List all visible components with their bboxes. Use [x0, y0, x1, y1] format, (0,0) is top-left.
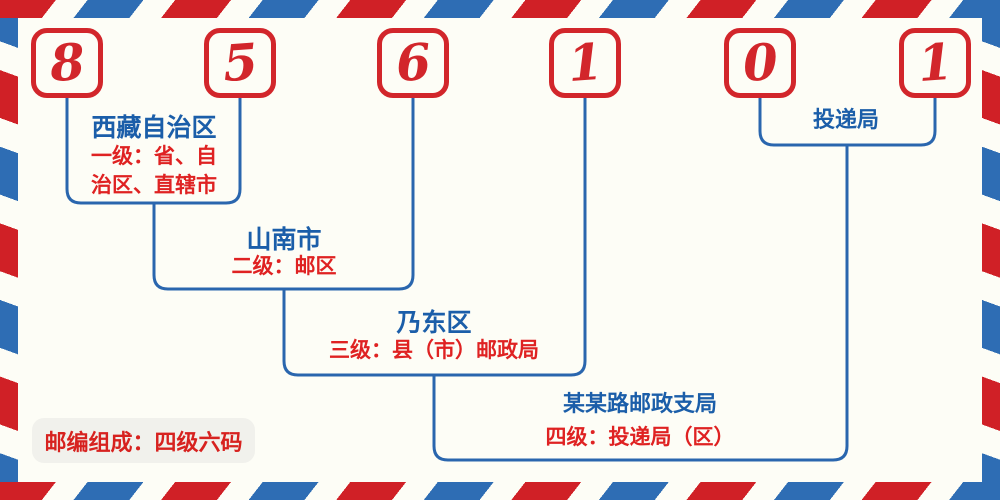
digit-1: 8	[47, 31, 87, 94]
level-3-name: 乃东区	[396, 308, 472, 337]
airmail-border-right	[982, 0, 1000, 500]
level-1-desc-line-2: 治区、直辖市	[91, 173, 217, 197]
bracket-level-4	[432, 145, 849, 462]
level-2-desc: 二级：邮区	[231, 254, 337, 278]
digit-box-2: 5	[204, 28, 276, 98]
digit-3: 6	[393, 31, 433, 94]
level-4-desc: 四级：投递局（区）	[545, 425, 735, 449]
digit-4: 1	[565, 31, 605, 94]
digit-2: 5	[220, 31, 260, 94]
digit-box-4: 1	[549, 28, 621, 98]
airmail-border-top	[0, 0, 1000, 18]
airmail-border-left	[0, 0, 18, 500]
digit-box-1: 8	[31, 28, 103, 98]
level-3-desc: 三级：县（市）邮政局	[329, 338, 539, 362]
composition-badge: 邮编组成：四级六码	[32, 418, 255, 463]
digit-box-6: 1	[899, 28, 971, 98]
level-1-name: 西藏自治区	[91, 113, 217, 142]
digit-box-3: 6	[377, 28, 449, 98]
delivery-office-name: 投递局	[812, 107, 880, 133]
digit-5: 0	[740, 31, 780, 94]
level-1-desc-line-1: 一级：省、自	[91, 144, 217, 168]
digit-6: 1	[915, 31, 955, 94]
level-1-desc: 一级：省、自 治区、直辖市	[91, 142, 217, 200]
digit-box-5: 0	[724, 28, 796, 98]
level-4-name: 某某路邮政支局	[562, 391, 718, 417]
level-2-name: 山南市	[246, 225, 322, 254]
airmail-border-bottom	[0, 482, 1000, 500]
bracket-delivery-office	[758, 97, 937, 147]
composition-badge-label: 邮编组成：四级六码	[44, 430, 243, 456]
